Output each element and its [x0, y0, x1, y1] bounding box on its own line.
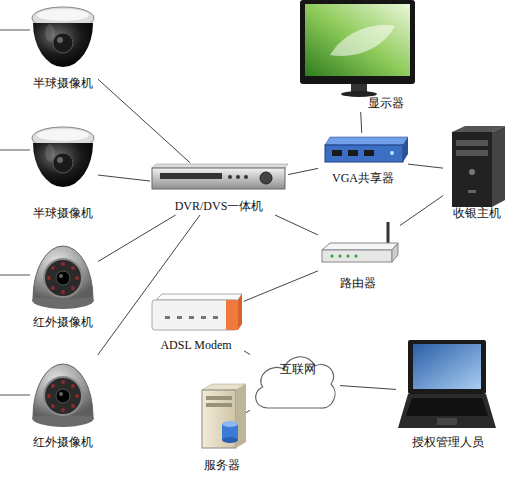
device-label: 互联网	[268, 362, 328, 376]
device-label: 路由器	[318, 276, 398, 290]
cable-stub	[0, 275, 30, 276]
cloud-outline	[250, 345, 340, 420]
dome-camera: 半球摄像机	[28, 120, 98, 222]
cloud-shape	[256, 357, 335, 408]
device-label: 显示器	[356, 96, 416, 110]
connection-line	[288, 168, 318, 174]
connection-line	[98, 79, 190, 163]
connection-line	[98, 215, 176, 262]
cable-stub	[0, 150, 30, 151]
ir-camera: 红外摄像机	[28, 355, 98, 450]
modem-art	[152, 294, 242, 330]
connection-line	[400, 196, 443, 226]
device-label: VGA共享器	[318, 171, 408, 185]
cable-stubs	[0, 30, 30, 395]
monitor: 显示器	[298, 0, 418, 112]
device-label: 半球摄像机	[28, 76, 98, 90]
dome-camera-art	[32, 127, 94, 187]
dvr-unit: DVR/DVS一体机	[150, 163, 288, 215]
device-label: 授权管理人员	[396, 435, 500, 449]
server-art	[202, 384, 246, 448]
ir-camera: 红外摄像机	[28, 235, 98, 330]
device-label: 红外摄像机	[28, 435, 98, 449]
vga-splitter-art	[325, 137, 408, 162]
adsl-modem: ADSL Modem	[148, 290, 244, 352]
dome-camera-art	[32, 7, 94, 67]
ir-camera-art	[32, 364, 94, 427]
router: 路由器	[318, 218, 400, 290]
device-label: 服务器	[198, 458, 246, 472]
connection-line	[98, 215, 200, 355]
dome-camera: 半球摄像机	[28, 5, 98, 90]
connection-line	[246, 410, 250, 412]
connection-line	[244, 351, 250, 355]
laptop-art	[398, 340, 496, 428]
device-label: DVR/DVS一体机	[150, 199, 288, 213]
connection-line	[340, 386, 396, 390]
connection-line	[361, 112, 362, 133]
internet-cloud: 互联网	[250, 345, 340, 420]
server: 服务器	[198, 382, 246, 473]
device-label: 红外摄像机	[28, 315, 98, 329]
manager-laptop: 授权管理人员	[396, 336, 500, 450]
cash-register-pc: 收银主机	[443, 124, 511, 220]
connection-line	[244, 271, 318, 301]
device-label: ADSL Modem	[148, 338, 244, 352]
connection-line	[275, 215, 318, 235]
device-label: 收银主机	[443, 206, 511, 220]
connection-line	[98, 175, 150, 181]
cash-register-pc-art	[452, 126, 505, 207]
vga-splitter: VGA共享器	[318, 133, 408, 185]
cable-stub	[0, 395, 30, 396]
dvr-art	[152, 164, 288, 189]
monitor-art	[300, 0, 415, 97]
cable-stub	[0, 30, 30, 31]
connection-line	[408, 164, 443, 168]
ir-camera-art	[32, 246, 94, 309]
router-art	[322, 222, 398, 262]
device-label: 半球摄像机	[28, 206, 98, 220]
